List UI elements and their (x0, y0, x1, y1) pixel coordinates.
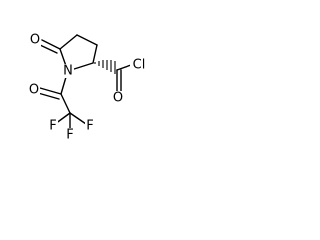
bond-c5-o-b (39, 44, 58, 54)
bond-ccf3-f2 (69, 112, 87, 125)
bond-c3-c2 (92, 44, 98, 64)
atom-labels: O N Cl O O F F F (29, 33, 147, 143)
atom-acyl-chloride-oxygen: O (113, 91, 123, 106)
bond-ccocl-cl (116, 64, 132, 71)
hashed-wedge-c2-ccocl (94, 60, 116, 74)
bond-c2-n (70, 62, 94, 71)
molecule-structure: O N Cl O O F F F (29, 33, 147, 143)
bond-c4-c3 (76, 34, 98, 46)
atom-ring-oxygen: O (30, 33, 40, 48)
bonds (37, 34, 132, 129)
bond-cacyl-ccf3 (60, 93, 71, 114)
bond-c5-c4 (59, 34, 78, 50)
atom-chlorine: Cl (133, 58, 146, 73)
atom-fluorine-left: F (49, 119, 56, 134)
atom-acetyl-oxygen: O (29, 83, 39, 98)
bond-c5-o-a (41, 39, 61, 50)
atom-nitrogen: N (63, 64, 73, 79)
bond-cacyl-o-b (37, 92, 60, 100)
bond-cacyl-o-a (39, 87, 62, 95)
bond-n-cacyl (60, 76, 67, 95)
atom-fluorine-bottom: F (66, 128, 73, 143)
bond-c5-n (59, 48, 67, 67)
atom-fluorine-right: F (86, 119, 93, 134)
